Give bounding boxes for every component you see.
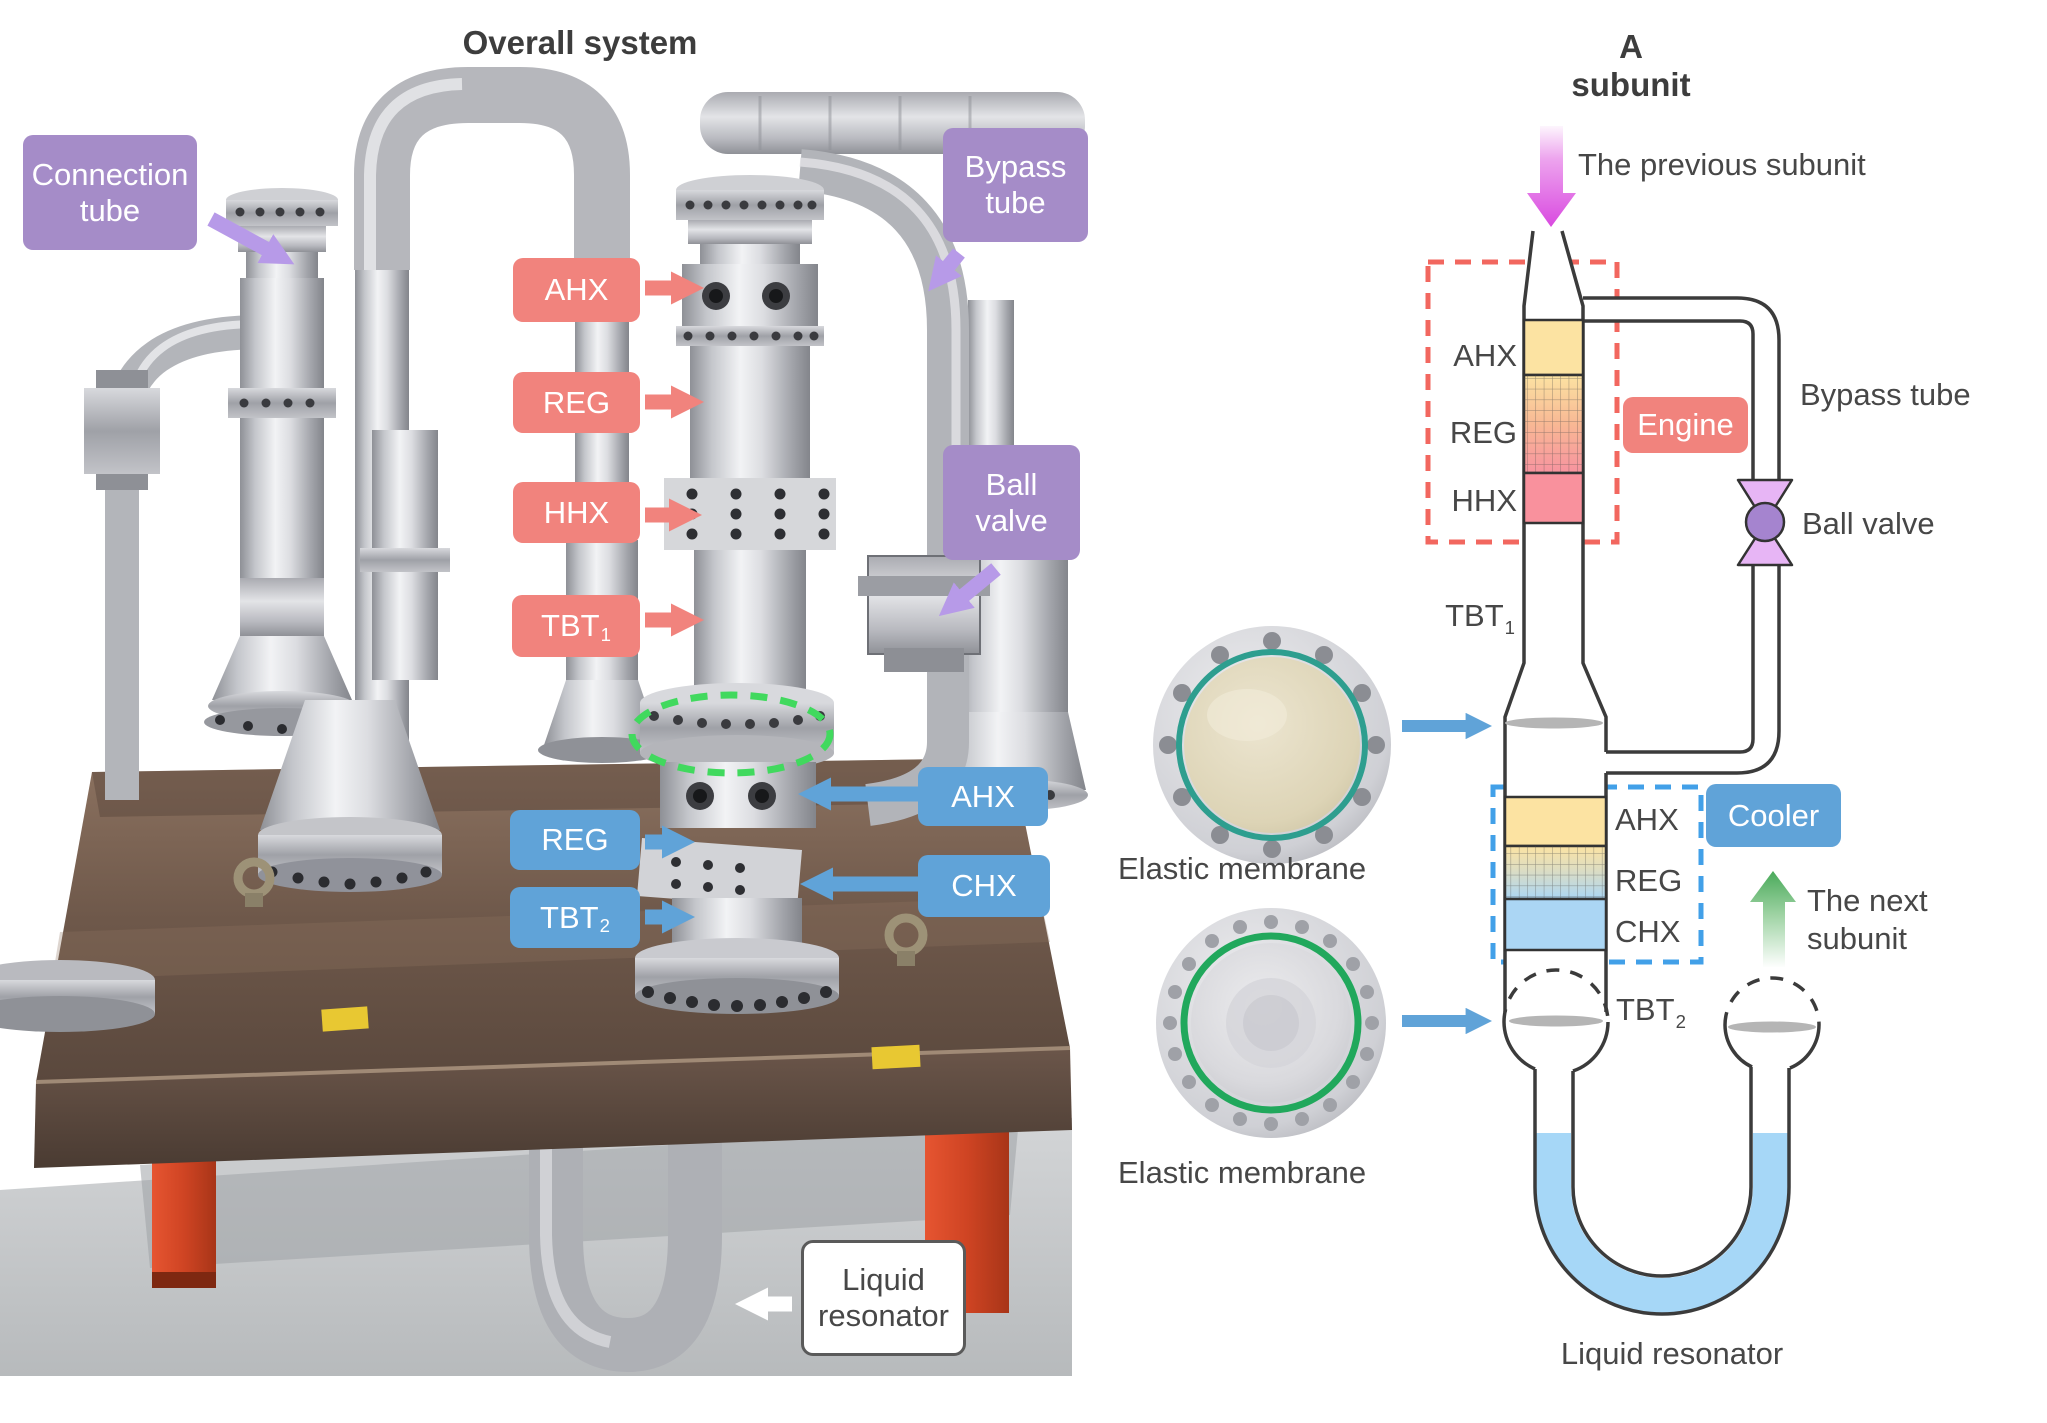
reg-cooler-label: REG xyxy=(510,810,640,870)
tbt1-diagram-text: TBT1 xyxy=(1445,598,1515,639)
hhx-label: HHX xyxy=(513,482,640,543)
bypass-tube-arrow xyxy=(928,248,965,292)
ball-valve-label: Ball valve xyxy=(943,445,1080,560)
elastic-membrane-photo-bottom xyxy=(1156,908,1386,1138)
liquid-resonator-pipe xyxy=(529,1112,722,1373)
hhx-diagram-text: HHX xyxy=(1451,483,1517,518)
ahx-cooler-diagram-text: AHX xyxy=(1615,802,1679,837)
reg-engine-diagram-text: REG xyxy=(1449,415,1517,450)
ahx-cooler-block xyxy=(1503,795,1608,848)
connection-tube-pipe xyxy=(354,67,630,270)
chx-label: CHX xyxy=(918,855,1050,917)
ahx-cooler-label: AHX xyxy=(918,767,1048,826)
chx-diagram-text: CHX xyxy=(1615,914,1681,949)
bypass-tube-diagram-text: Bypass tube xyxy=(1800,377,1971,412)
engine-column-unit xyxy=(635,175,839,1014)
ball-valve-diagram xyxy=(1736,478,1794,567)
next-subunit-text: The next subunit xyxy=(1807,883,1928,956)
elastic-membrane-photo-top xyxy=(1153,626,1391,864)
tbt2-bulb-right xyxy=(1723,976,1821,1070)
membrane1-diagram xyxy=(1505,717,1603,729)
right-panel-title: A subunit xyxy=(1571,28,1691,103)
subunit-diagram xyxy=(1153,126,1821,1316)
connection-tube-arrow xyxy=(207,212,295,265)
elastic-membrane-top-text: Elastic membrane xyxy=(1118,851,1367,886)
ahx-engine-label: AHX xyxy=(513,258,640,322)
tbt2-diagram-text: TBT2 xyxy=(1616,992,1686,1033)
previous-subunit-text: The previous subunit xyxy=(1578,147,1866,182)
membrane2-diagram xyxy=(1509,1015,1603,1027)
ahx-engine-block xyxy=(1522,318,1585,377)
liquid-fill xyxy=(1536,1133,1788,1313)
bypass-tube-diagram xyxy=(1583,296,1781,775)
ball-valve-arrow xyxy=(938,563,1001,617)
engine-group-label: Engine xyxy=(1623,397,1748,453)
elastic-membrane-bottom-text: Elastic membrane xyxy=(1118,1155,1367,1190)
connection-tube-label: Connection tube xyxy=(23,135,197,250)
hhx-block xyxy=(1522,471,1585,525)
ball-valve-diagram-text: Ball valve xyxy=(1802,506,1935,541)
bypass-tube-label: Bypass tube xyxy=(943,128,1088,242)
left-column-unit xyxy=(204,188,360,736)
u-tube-outline xyxy=(1533,1067,1791,1316)
cooler-group-label: Cooler xyxy=(1706,784,1841,847)
reg-engine-section xyxy=(690,346,810,478)
engine-dashed-box xyxy=(1425,259,1620,545)
left-panel-title: Overall system xyxy=(462,24,698,61)
liquid-resonator-label: Liquid resonator xyxy=(801,1240,966,1356)
previous-subunit-arrow xyxy=(1527,126,1576,227)
tbt1-section xyxy=(694,550,806,695)
reg-engine-label: REG xyxy=(513,372,640,433)
ball-valve-photo xyxy=(858,555,990,672)
ahx-engine-diagram-text: AHX xyxy=(1453,338,1517,373)
chx-block xyxy=(1503,897,1608,952)
reg-cooler-diagram-text: REG xyxy=(1615,863,1683,898)
liquid-resonator-diagram-text: Liquid resonator xyxy=(1560,1336,1784,1371)
next-subunit-arrow xyxy=(1750,871,1796,967)
membrane-highlight-ellipse xyxy=(628,691,834,777)
tbt2-bulb-left xyxy=(1502,968,1610,1073)
